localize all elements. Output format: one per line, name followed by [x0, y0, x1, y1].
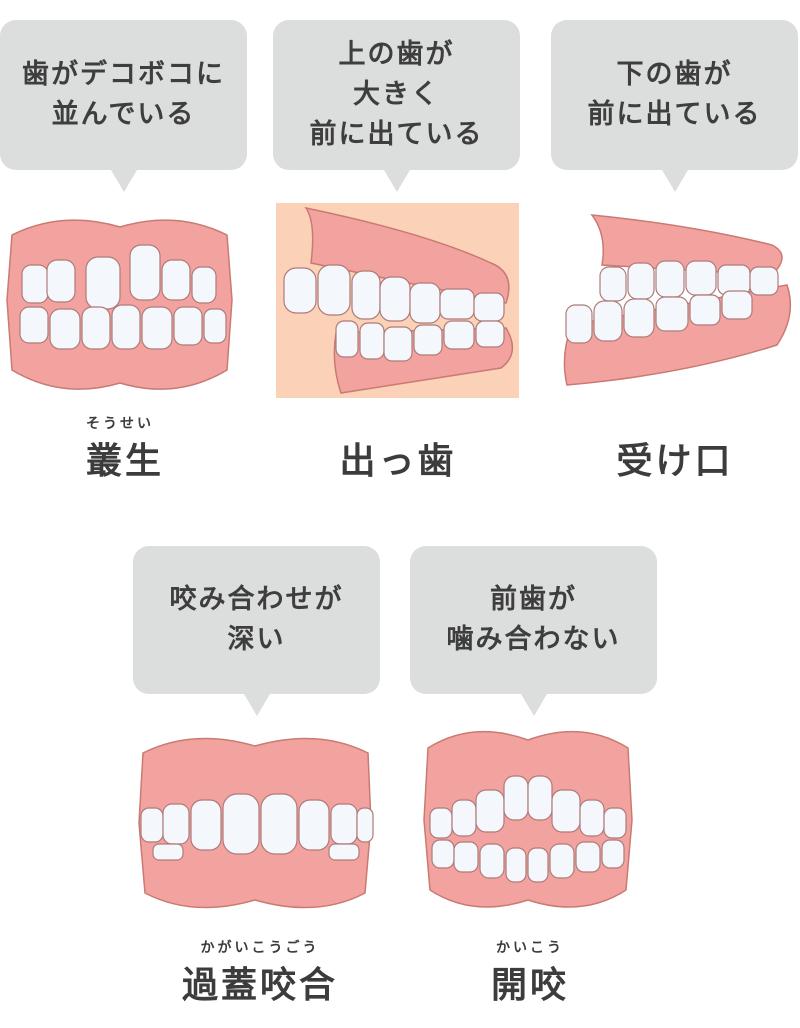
- bubble-line: 前に出ている: [309, 119, 484, 150]
- condition-name: 受け口: [616, 441, 734, 482]
- teeth-deep-bite-illustration: [138, 737, 374, 909]
- bubble-line: 大きく: [353, 79, 440, 110]
- speech-bubble: 上の歯が 大きく 前に出ている: [273, 20, 520, 192]
- bubble-line: 上の歯が: [338, 39, 455, 70]
- bubble-line: 噛み合わない: [446, 624, 621, 655]
- condition-name: 出っ歯: [339, 441, 457, 482]
- teeth-open-bite-illustration: [423, 730, 633, 908]
- bubble-line: 咬み合わせが: [169, 584, 344, 615]
- teeth-underbite-illustration: [563, 214, 792, 386]
- speech-bubble: 歯がデコボコに 並んでいる: [0, 20, 247, 192]
- bubble-line: 下の歯が: [616, 59, 733, 90]
- speech-bubble: 前歯が 噛み合わない: [410, 546, 657, 716]
- bubble-line: 歯がデコボコに: [22, 59, 225, 90]
- condition-name: 叢生: [85, 441, 164, 482]
- condition-name: 開咬: [490, 965, 569, 1006]
- condition-name: 過蓋咬合: [181, 965, 338, 1006]
- bubble-line: 前歯が: [490, 584, 577, 615]
- teeth-protrusion-illustration: [276, 203, 519, 398]
- bubble-line: 深い: [227, 624, 286, 655]
- ruby-reading: かいこう: [496, 940, 564, 956]
- bubble-line: 前に出ている: [587, 99, 762, 130]
- speech-bubble: 咬み合わせが 深い: [133, 546, 380, 716]
- bubble-line: 並んでいる: [51, 99, 196, 130]
- speech-bubble: 下の歯が 前に出ている: [551, 20, 798, 192]
- ruby-reading: そうせい: [86, 416, 154, 432]
- ruby-reading: かがいこうごう: [200, 940, 320, 956]
- teeth-crowding-illustration: [6, 219, 233, 390]
